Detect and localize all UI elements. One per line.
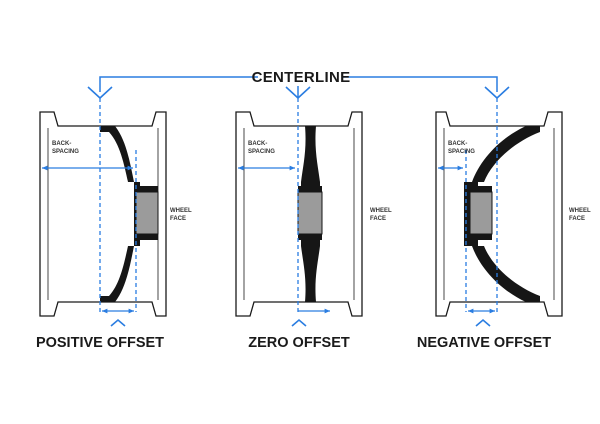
panel-zero-offset: BACK- SPACING WHEEL FACE ZERO OFFSET [235, 98, 392, 351]
wheel-face-label-line1: WHEEL [370, 208, 392, 214]
wheel-hub [135, 191, 159, 235]
offset-caret [291, 318, 307, 327]
backspacing-label-line1: BACK- [448, 141, 467, 147]
panel-negative-offset: BACK- SPACING WHEEL FACE NEGATIVE OFFSET [417, 98, 591, 351]
panel-label: ZERO OFFSET [248, 335, 350, 351]
wheel-face-label-line1: WHEEL [170, 208, 192, 214]
wheel-rim [235, 111, 363, 317]
panel-positive-offset: BACK- SPACING WHEEL FACE POSITIVE OFFSET [36, 98, 192, 351]
hub-flange-top [298, 186, 322, 192]
hub-flange-bottom [470, 234, 492, 240]
panel-label: NEGATIVE OFFSET [417, 335, 551, 351]
wheel-rim [435, 111, 563, 317]
hub-flange-top [136, 186, 158, 192]
backspacing-label-line2: SPACING [52, 149, 79, 155]
wheel-disc [464, 126, 540, 302]
centerline-bracket: CENTERLINE [87, 69, 510, 100]
wheel-face-label-line2: FACE [170, 216, 186, 222]
hub-flange-bottom [298, 234, 322, 240]
centerline-label: CENTERLINE [252, 69, 351, 86]
wheel-face-label-line2: FACE [569, 216, 585, 222]
panel-label: POSITIVE OFFSET [36, 335, 164, 351]
wheel-hub [469, 191, 493, 235]
offset-caret [110, 318, 126, 327]
wheel-face-label-line2: FACE [370, 216, 386, 222]
backspacing-label-line1: BACK- [248, 141, 267, 147]
offset-caret [475, 318, 491, 327]
hub-flange-bottom [136, 234, 158, 240]
wheel-hub [297, 191, 323, 235]
hub-flange-top [470, 186, 492, 192]
wheel-disc [100, 126, 140, 302]
backspacing-label-line2: SPACING [448, 149, 475, 155]
wheel-face-label-line1: WHEEL [569, 208, 591, 214]
backspacing-label-line2: SPACING [248, 149, 275, 155]
backspacing-label-line1: BACK- [52, 141, 71, 147]
